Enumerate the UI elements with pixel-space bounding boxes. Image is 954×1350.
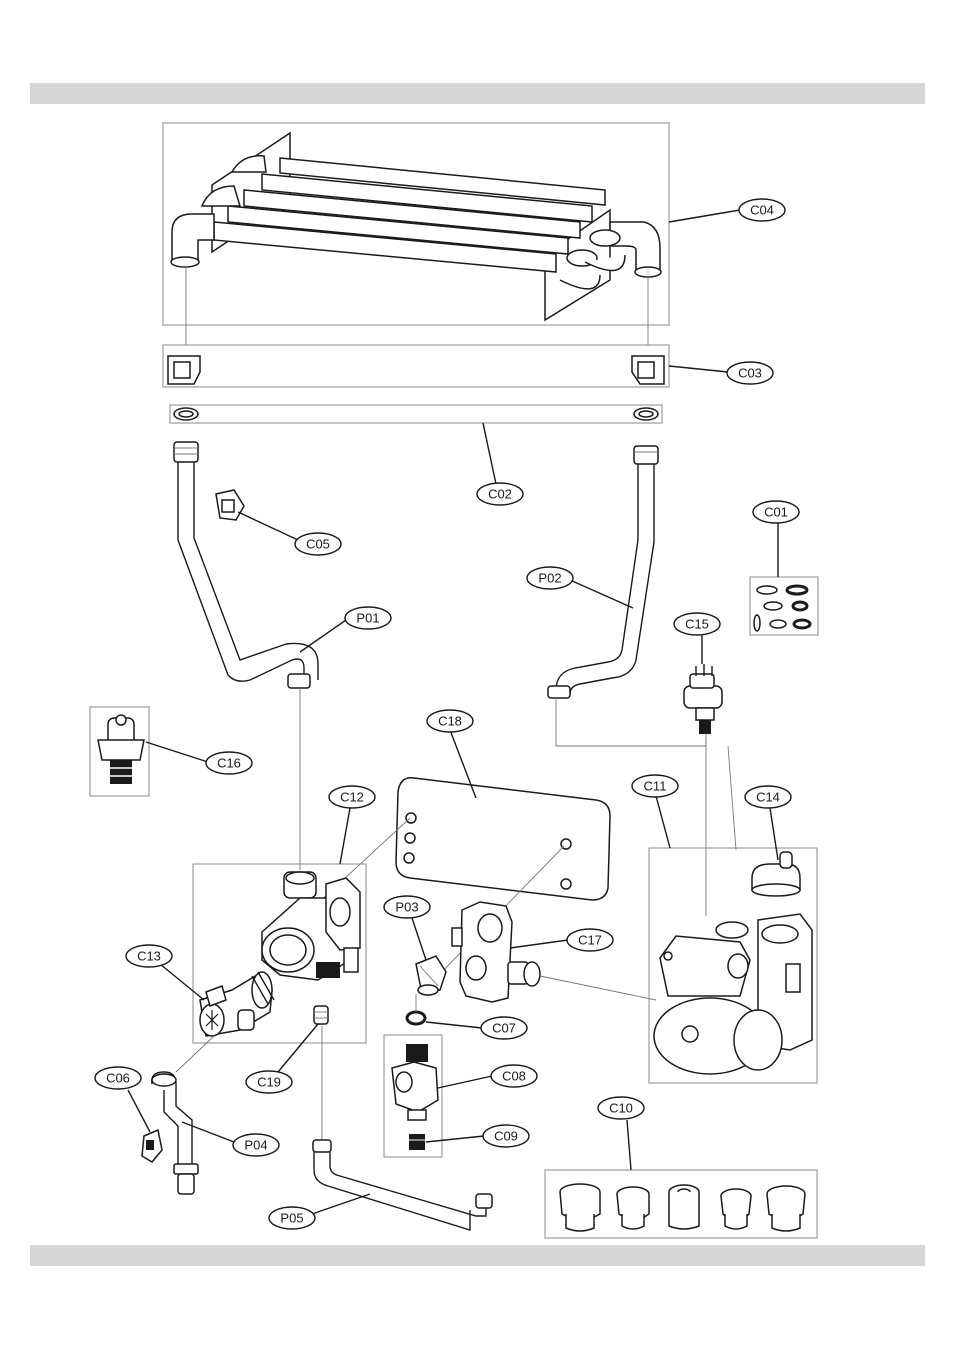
- label-p02: P02: [538, 571, 561, 586]
- label-c18: C18: [438, 714, 462, 729]
- clip-c05[interactable]: [216, 490, 244, 520]
- callout-c14[interactable]: C14: [745, 786, 791, 808]
- valve-c16[interactable]: [90, 707, 149, 796]
- callout-p04[interactable]: P04: [233, 1134, 279, 1156]
- leader-p03: [412, 918, 426, 960]
- heat-exchanger-c04[interactable]: [163, 123, 669, 325]
- callout-c10[interactable]: C10: [598, 1097, 644, 1119]
- label-c12: C12: [340, 790, 364, 805]
- label-c16: C16: [217, 756, 241, 771]
- leader-c17: [510, 940, 568, 948]
- label-c01: C01: [764, 505, 788, 520]
- leader-c16: [146, 742, 208, 762]
- pressure-switch-c15[interactable]: [684, 664, 722, 734]
- washer-c07[interactable]: [407, 1012, 425, 1024]
- leader-c02: [483, 423, 496, 484]
- label-c13: C13: [137, 949, 161, 964]
- callout-c19[interactable]: C19: [246, 1071, 292, 1093]
- fitting-p03[interactable]: [416, 956, 446, 995]
- callout-p05[interactable]: P05: [269, 1207, 315, 1229]
- plate-heat-exchanger-c18[interactable]: [396, 778, 610, 900]
- clip-c06[interactable]: [142, 1130, 162, 1162]
- clip-strip-c03[interactable]: [163, 345, 669, 387]
- label-c03: C03: [738, 366, 762, 381]
- oring-kit-c01[interactable]: [750, 577, 818, 635]
- valve-body-c17[interactable]: [452, 902, 540, 1002]
- leader-c03: [669, 366, 728, 372]
- leader-c07: [426, 1022, 482, 1028]
- leader-c04: [669, 210, 740, 222]
- leader-p04: [182, 1122, 234, 1142]
- label-p05: P05: [280, 1211, 303, 1226]
- callout-c13[interactable]: C13: [126, 945, 172, 967]
- callout-c05[interactable]: C05: [295, 533, 341, 555]
- label-c06: C06: [106, 1071, 130, 1086]
- leader-c11: [656, 796, 670, 848]
- callout-c09[interactable]: C09: [483, 1125, 529, 1147]
- label-c10: C10: [609, 1101, 633, 1116]
- label-p01: P01: [356, 611, 379, 626]
- label-c17: C17: [578, 933, 602, 948]
- callout-c06[interactable]: C06: [95, 1067, 141, 1089]
- leader-c10: [627, 1120, 631, 1170]
- label-p04: P04: [244, 1138, 267, 1153]
- callout-c17[interactable]: C17: [567, 929, 613, 951]
- callout-p02[interactable]: P02: [527, 567, 573, 589]
- leader-c19: [278, 1024, 318, 1072]
- label-c11: C11: [644, 779, 667, 794]
- fitting-c19[interactable]: [314, 1006, 328, 1024]
- leader-p02: [570, 580, 633, 608]
- callout-c16[interactable]: C16: [206, 752, 252, 774]
- pipe-p05[interactable]: [313, 1140, 492, 1230]
- callout-c02[interactable]: C02: [477, 483, 523, 505]
- callout-c12[interactable]: C12: [329, 786, 375, 808]
- leader-c05: [238, 512, 298, 540]
- leader-c13: [160, 964, 204, 1000]
- callout-c03[interactable]: C03: [727, 362, 773, 384]
- label-p03: P03: [395, 900, 418, 915]
- label-c04: C04: [750, 203, 774, 218]
- leader-p01: [300, 620, 346, 652]
- leader-c09: [426, 1136, 484, 1142]
- callout-c01[interactable]: C01: [753, 501, 799, 523]
- label-c02: C02: [488, 487, 512, 502]
- label-c07: C07: [492, 1021, 516, 1036]
- leader-c14: [770, 808, 778, 860]
- callout-c04[interactable]: C04: [739, 199, 785, 221]
- actuator-c13[interactable]: [200, 972, 274, 1036]
- label-c14: C14: [756, 790, 780, 805]
- callout-c08[interactable]: C08: [491, 1065, 537, 1087]
- filter-c09[interactable]: [409, 1134, 425, 1150]
- callout-c11[interactable]: C11: [632, 775, 678, 797]
- pipe-p01[interactable]: [174, 442, 318, 688]
- leader-c08: [438, 1076, 492, 1088]
- callout-c07[interactable]: C07: [481, 1017, 527, 1039]
- label-c09: C09: [494, 1129, 518, 1144]
- leader-c06: [128, 1090, 150, 1132]
- leader-p05: [312, 1194, 370, 1214]
- air-vent-c14[interactable]: [752, 852, 800, 896]
- leader-c12: [340, 808, 350, 864]
- label-c19: C19: [257, 1075, 281, 1090]
- nut-set-c10[interactable]: [545, 1170, 817, 1238]
- label-c05: C05: [306, 537, 330, 552]
- label-c08: C08: [502, 1069, 526, 1084]
- callout-p03[interactable]: P03: [384, 896, 430, 918]
- callout-c15[interactable]: C15: [674, 613, 720, 635]
- label-c15: C15: [685, 617, 709, 632]
- callout-p01[interactable]: P01: [345, 607, 391, 629]
- gasket-strip-c02[interactable]: [170, 405, 662, 423]
- callout-c18[interactable]: C18: [427, 710, 473, 732]
